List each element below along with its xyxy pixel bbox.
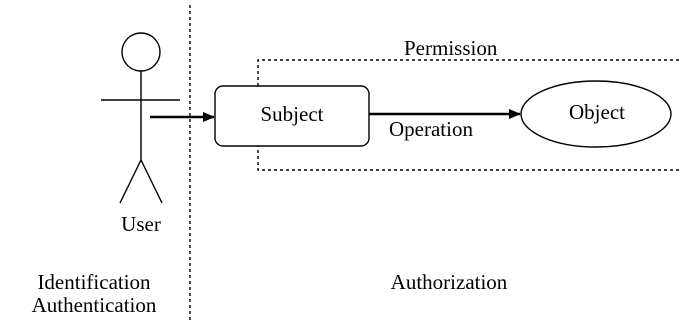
identification-label: Identification (37, 270, 151, 294)
user-actor (101, 32, 180, 204)
operation-label: Operation (389, 117, 473, 141)
authentication-label: Authentication (32, 293, 157, 317)
permission-label: Permission (404, 36, 498, 60)
subject-label: Subject (261, 102, 324, 126)
authorization-label: Authorization (391, 270, 508, 294)
object-ellipse (520, 80, 672, 148)
actor-right-leg (140, 159, 163, 204)
actor-left-leg (119, 159, 142, 204)
object-label: Object (569, 100, 625, 124)
actor-head (121, 32, 161, 72)
user-label: User (121, 212, 161, 236)
subject-box (214, 85, 370, 147)
